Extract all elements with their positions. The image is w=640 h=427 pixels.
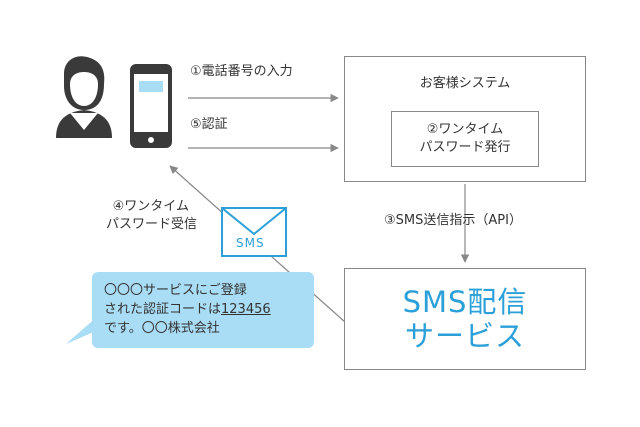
sms-service-line2: サービス — [404, 319, 525, 353]
customer-system-box: お客様システム ②ワンタイム パスワード発行 — [344, 56, 586, 182]
label-step1: ①電話番号の入力 — [190, 64, 293, 79]
label-step4-line2: パスワード受信 — [106, 217, 198, 232]
smartphone-icon — [130, 64, 172, 148]
message-line1: 〇〇〇サービスにご登録 — [104, 283, 247, 298]
otp-issue-line1: ②ワンタイム — [426, 122, 504, 137]
customer-system-title: お客様システム — [419, 76, 511, 91]
envelope-label: SMS — [236, 236, 265, 250]
label-step4: ④ワンタイム パスワード受信 — [106, 198, 197, 234]
label-step5: ⑤認証 — [190, 117, 228, 132]
otp-issue-line2: パスワード発行 — [419, 140, 511, 155]
envelope-icon — [221, 207, 287, 257]
sms-service-box: SMS配信 サービス — [344, 268, 586, 370]
message-line2-prefix: された認証コードは — [104, 302, 222, 317]
sms-service-line1: SMS配信 — [402, 285, 528, 319]
verification-code: 123456 — [221, 302, 271, 317]
label-step3: ③SMS送信指示（API） — [384, 213, 522, 228]
message-bubble: 〇〇〇サービスにご登録 された認証コードは123456 です。〇〇株式会社 — [104, 281, 271, 338]
message-line2: された認証コードは123456 — [104, 300, 271, 319]
otp-issue-box: ②ワンタイム パスワード発行 — [391, 111, 539, 167]
user-icon — [56, 56, 112, 138]
message-line3: です。〇〇株式会社 — [104, 321, 220, 336]
label-step4-line1: ④ワンタイム — [112, 199, 190, 214]
message-bubble-shape — [66, 272, 314, 348]
